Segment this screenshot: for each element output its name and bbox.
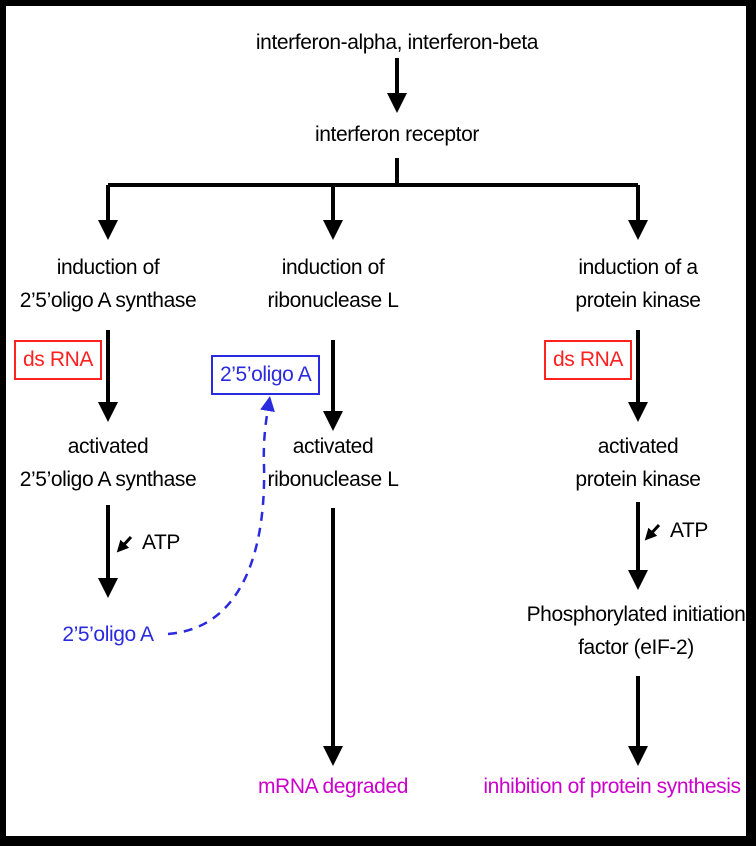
right-product-label: Phosphorylated initiation factor (eIF-2): [526, 603, 746, 659]
left-induction-label: induction of 2’5’oligo A synthase: [19, 256, 197, 312]
left-dsrna-box: ds RNA: [14, 340, 102, 380]
right-atp-label: ATP: [669, 519, 709, 542]
right-activated-label: activated protein kinase: [575, 435, 701, 491]
receptor-label: interferon receptor: [315, 123, 479, 146]
left-atp-arrow: [116, 535, 133, 553]
right-outcome-label: inhibition of protein synthesis: [483, 775, 741, 798]
right-atp-arrow: [644, 523, 661, 541]
left-oligo-product-label: 2’5’oligo A: [62, 623, 154, 646]
diagram-panel: [6, 6, 746, 836]
middle-oligo-box: 2’5’oligo A: [211, 355, 321, 395]
middle-activated-label: activated ribonuclease L: [267, 435, 399, 491]
middle-induction-label: induction of ribonuclease L: [267, 256, 399, 312]
left-atp-label: ATP: [141, 531, 181, 554]
ligands-label: interferon-alpha, interferon-beta: [255, 31, 539, 54]
right-induction-label: induction of a protein kinase: [575, 256, 701, 312]
middle-outcome-label: mRNA degraded: [257, 775, 409, 798]
left-activated-label: activated 2’5’oligo A synthase: [19, 435, 197, 491]
right-dsrna-box: ds RNA: [544, 340, 632, 380]
